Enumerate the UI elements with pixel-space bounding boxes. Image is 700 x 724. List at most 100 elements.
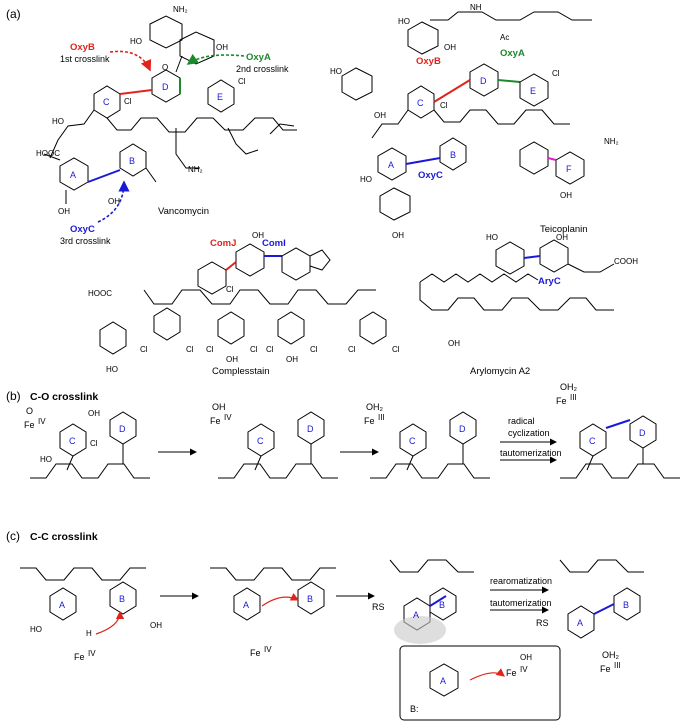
svg-text:OH: OH [286,355,298,364]
svg-text:HO: HO [398,17,410,26]
svg-text:HO: HO [30,625,42,634]
teic-oxya-label: OxyA [500,48,525,59]
svg-text:OH₂: OH₂ [560,382,578,392]
svg-text:OH: OH [392,231,404,240]
comj-label: ComJ [210,238,236,249]
svg-text:IV: IV [264,645,272,654]
svg-text:Cl: Cl [266,345,274,354]
svg-text:NH₂: NH₂ [604,137,619,146]
panel-b-step1b: cyclization [508,428,550,438]
svg-text:Cl: Cl [440,101,448,110]
panel-c-red-arrow [95,610,125,635]
teic-oxyb-label: OxyB [416,56,441,67]
complestatin-name: Complesstain [212,366,270,377]
svg-text:F: F [566,164,572,174]
svg-text:NH₂: NH₂ [173,5,188,14]
van-oxyb-label: OxyB [70,42,95,53]
svg-text:IV: IV [38,417,46,426]
svg-text:HOOC: HOOC [88,289,112,298]
svg-text:Cl: Cl [140,345,148,354]
comi-label: ComI [262,238,286,249]
svg-text:OH: OH [520,653,532,662]
svg-text:NH₂: NH₂ [188,165,203,174]
svg-text:IV: IV [520,665,528,674]
van-ring-c-label: C [103,97,110,107]
svg-text:C: C [257,436,264,446]
van-oxyc-arrow [97,180,130,223]
svg-text:D: D [307,424,314,434]
panel-c-red-arrow-3 [469,668,505,681]
base-label: B: [410,704,419,714]
svg-text:D: D [639,428,646,438]
svg-text:A: A [59,600,65,610]
svg-text:HO: HO [52,117,64,126]
svg-text:HOOC: HOOC [36,149,60,158]
panel-b-step2: tautomerization [500,448,562,458]
svg-text:OH: OH [444,43,456,52]
svg-text:H: H [86,629,92,638]
svg-text:A: A [440,676,446,686]
svg-text:HO: HO [360,175,372,184]
panel-c-highlight [394,616,446,644]
svg-text:Cl: Cl [552,69,560,78]
svg-text:III: III [614,661,621,670]
svg-text:B: B [623,600,629,610]
teicoplanin-name: Teicoplanin [540,224,588,235]
svg-text:O: O [26,406,33,416]
teic-ac: Ac [500,33,509,42]
panel-b-letter: (b) [6,389,21,403]
van-oxya-arrow [186,53,245,65]
svg-text:Fe: Fe [364,416,375,426]
arylomycin-name: Arylomycin A2 [470,366,530,377]
van-ring-e-label: E [217,92,223,102]
svg-text:Fe: Fe [210,416,221,426]
teicoplanin-labels: NH HO OH Ac Cl Cl NH₂ HO OH HO OH OH Oxy… [330,3,619,240]
svg-text:B: B [439,600,445,610]
svg-text:Fe: Fe [250,648,261,658]
van-oxyc-label: OxyC [70,224,95,235]
svg-text:HO: HO [106,365,118,374]
rs-label-2: RS [536,618,549,628]
van-ring-a-label: A [70,170,76,180]
svg-text:OH: OH [252,231,264,240]
van-ring-d-label: D [162,82,169,92]
svg-text:IV: IV [88,649,96,658]
panel-b-ring-labels: C D C D C D C D OH Cl HO [40,409,646,464]
svg-text:HO: HO [130,37,142,46]
svg-text:OH: OH [58,207,70,216]
svg-text:A: A [388,160,394,170]
panel-a-letter: (a) [6,7,21,21]
svg-text:IV: IV [224,413,232,422]
svg-text:B: B [119,594,125,604]
svg-text:B: B [450,150,456,160]
svg-text:C: C [417,98,424,108]
svg-text:Cl: Cl [310,345,318,354]
svg-text:HO: HO [330,67,342,76]
panel-c-red-arrow-2 [261,593,300,607]
svg-text:Cl: Cl [124,97,132,106]
van-oxyb-desc: 1st crosslink [60,54,110,64]
svg-text:OH: OH [560,191,572,200]
svg-text:Cl: Cl [238,77,246,86]
svg-text:III: III [570,393,577,402]
svg-text:A: A [243,600,249,610]
teicoplanin-structure [341,11,592,221]
svg-text:Fe: Fe [556,396,567,406]
svg-text:OH: OH [556,233,568,242]
svg-text:Cl: Cl [206,345,214,354]
svg-text:OH: OH [212,402,226,412]
svg-text:A: A [577,618,583,628]
complestatin-structure [99,243,387,355]
svg-text:Cl: Cl [250,345,258,354]
svg-text:D: D [459,424,466,434]
svg-text:D: D [119,424,126,434]
panel-b-structures [30,411,680,479]
rs-label-1: RS [372,602,385,612]
svg-text:Fe: Fe [506,668,517,678]
svg-text:Fe: Fe [74,652,85,662]
vancomycin-labels: NH₂ HO OH O Cl Cl HO OH OH NH₂ HOOC C D … [36,5,289,246]
van-ring-b-label: B [129,156,135,166]
svg-text:OH: OH [150,621,162,630]
van-oxya-label: OxyA [246,52,271,63]
